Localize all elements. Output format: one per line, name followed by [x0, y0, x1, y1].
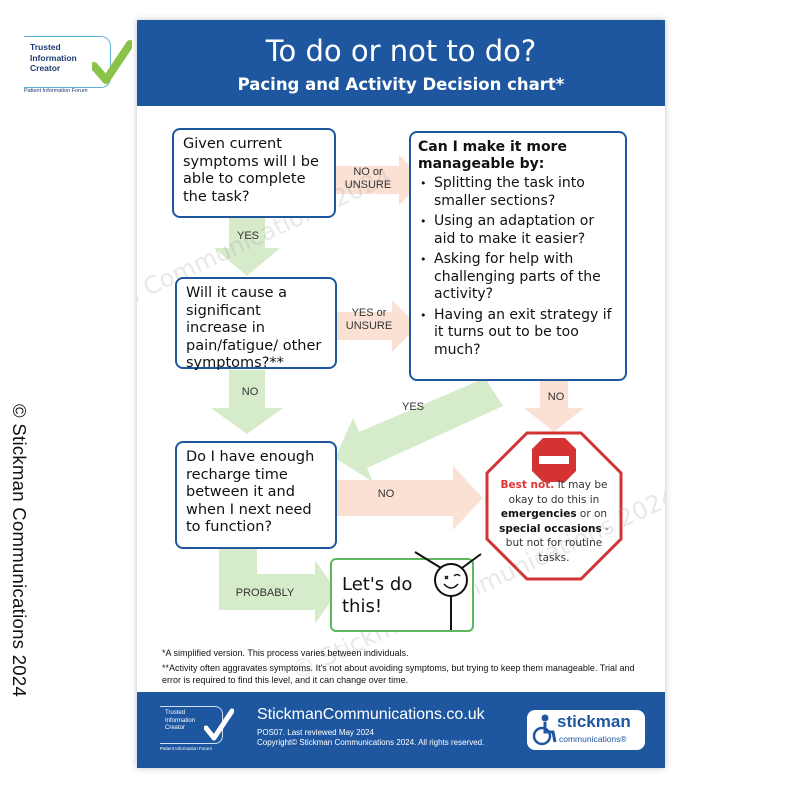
badge-frame	[24, 36, 111, 88]
poster: To do or not to do? Pacing and Activity …	[137, 20, 665, 768]
arrow-q2-to-q3	[211, 370, 283, 434]
vertical-copyright-text: © Stickman Communications 2024	[9, 404, 30, 698]
question-recharge-time: Do I have enough recharge time between i…	[175, 441, 337, 549]
list-item: Asking for help with challenging parts o…	[418, 251, 619, 304]
footnote-2: **Activity often aggravates symptoms. It…	[162, 663, 635, 685]
stickman-icon	[414, 551, 482, 630]
footer-ref-line: Copyright© Stickman Communications 2024.…	[257, 738, 485, 747]
footer-badge-text: Trusted Information Creator	[165, 710, 196, 731]
manageable-box: Can I make it more manageable by: Splitt…	[409, 131, 627, 381]
manageable-title: Can I make it more manageable by:	[418, 139, 567, 172]
stop-message: Best not. It may be okay to do this in e…	[499, 478, 609, 565]
stickman-logo: stickman communications®	[527, 710, 645, 750]
check-icon	[92, 40, 132, 84]
footer-reference: POS07. Last reviewed May 2024 Copyright©…	[257, 728, 484, 748]
label-yes: YES	[236, 230, 259, 242]
question-increase-symptoms-text: Will it cause a significant increase in …	[186, 285, 322, 371]
list-item: Having an exit strategy if it turns out …	[418, 307, 619, 360]
footer-ref-line: POS07. Last reviewed May 2024	[257, 728, 374, 737]
arrow-manage-to-stop	[524, 380, 584, 432]
label-yes: YES	[401, 401, 424, 413]
poster-title: To do or not to do?	[265, 34, 537, 68]
logo-wordmark: stickman	[557, 712, 631, 731]
best-not-text: Best not.	[500, 479, 555, 491]
arrow-q3-to-lets	[219, 544, 337, 624]
footnotes: *A simplified version. This process vari…	[162, 647, 642, 686]
logo-subtext: communications®	[559, 734, 627, 744]
arrow-q1-to-manage	[335, 154, 422, 206]
arrow-q2-to-manage	[335, 300, 418, 352]
stop-text-part: or on	[576, 508, 608, 520]
footnote-1: *A simplified version. This process vari…	[162, 648, 409, 658]
poster-footer: Trusted Information Creator Patient Info…	[137, 692, 665, 768]
question-recharge-time-text: Do I have enough recharge time between i…	[186, 449, 315, 535]
badge-subtitle: Patient Information Forum	[24, 88, 88, 94]
list-item: Using an adaptation or aid to make it ea…	[418, 213, 619, 248]
check-icon	[204, 708, 234, 741]
website-link[interactable]: StickmanCommunications.co.uk	[257, 706, 485, 723]
flow-arrows	[211, 154, 623, 624]
lets-do-text: Let's do this!	[342, 574, 413, 617]
trusted-creator-badge: Trusted Information Creator Patient Info…	[24, 36, 136, 98]
vertical-copyright: © Stickman Communications 2024	[8, 404, 30, 740]
badge-text: Trusted Information Creator	[30, 42, 77, 73]
label-no: NO	[241, 386, 259, 398]
special-occasions-text: special occasions	[499, 522, 602, 535]
stop-octagon	[485, 431, 623, 581]
list-item: Splitting the task into smaller sections…	[418, 175, 619, 210]
label-no: NO	[377, 488, 395, 500]
wheelchair-stickman-icon	[532, 714, 557, 746]
question-increase-symptoms: Will it cause a significant increase in …	[175, 277, 337, 371]
poster-header: To do or not to do? Pacing and Activity …	[137, 20, 665, 106]
stop-text-part: - but not for routine tasks.	[505, 522, 609, 564]
manageable-list: Splitting the task into smaller sections…	[418, 175, 619, 359]
footer-badge: Trusted Information Creator Patient Info…	[160, 706, 240, 756]
arrow-manage-to-q3	[335, 378, 503, 482]
poster-subtitle: Pacing and Activity Decision chart*	[237, 75, 565, 94]
arrow-q3-to-stop	[335, 466, 483, 530]
label-no: NO	[547, 391, 565, 403]
label-yes-or-unsure: YES or UNSURE	[345, 307, 393, 332]
stop-text-part: It may be okay to do this in	[508, 479, 608, 506]
label-probably: PROBABLY	[235, 587, 295, 599]
emergencies-text: emergencies	[500, 508, 577, 520]
question-complete-task: Given current symptoms will I be able to…	[172, 128, 336, 218]
footer-badge-subtitle: Patient Information Forum	[160, 746, 213, 751]
arrow-q1-to-q2	[214, 217, 280, 276]
question-complete-task-text: Given current symptoms will I be able to…	[183, 136, 319, 205]
label-no-or-unsure: NO or UNSURE	[344, 166, 392, 191]
